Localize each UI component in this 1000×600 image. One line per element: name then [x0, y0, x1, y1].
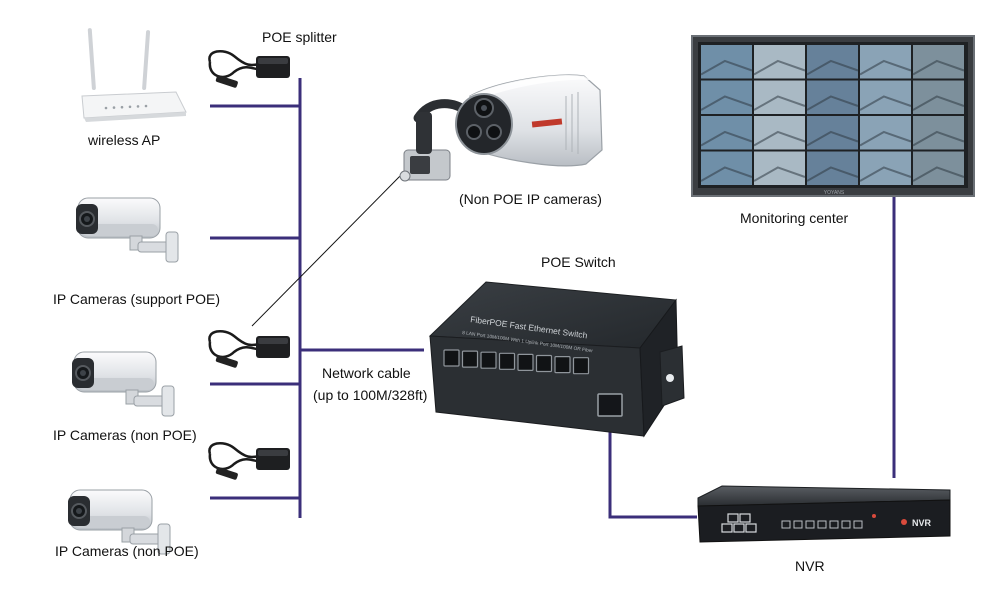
- ip-cameras-non-poe-label-1: IP Cameras (non POE): [53, 427, 197, 443]
- switch-lan-port: [554, 356, 571, 374]
- ip-camera-icon: [75, 197, 179, 263]
- wireless-ap-icon: [81, 28, 187, 122]
- monitor-video-detail: [912, 95, 965, 111]
- monitor-tiles: [700, 45, 965, 185]
- monitor-video-detail: [806, 130, 859, 147]
- monitor-brand: YOYANS: [824, 190, 845, 196]
- nvr-icon: NVR: [697, 485, 951, 543]
- switch-lan-port: [443, 349, 460, 367]
- poe-splitter-icon: [208, 329, 292, 370]
- switch-lan-port: [572, 357, 590, 375]
- monitor-video-detail: [700, 130, 753, 147]
- switch-uplink-port: [597, 393, 623, 417]
- cable-lines: [210, 78, 896, 519]
- monitor-video-detail: [859, 95, 912, 111]
- cable-switch-to-nvr: [608, 420, 697, 519]
- network-cable-length-label: (up to 100M/328ft): [313, 387, 428, 403]
- non-poe-ip-cameras-label: (Non POE IP cameras): [459, 191, 602, 207]
- ip-camera-icon: [71, 351, 175, 417]
- monitor-video-detail: [806, 95, 859, 111]
- monitor-wall-icon: YOYANS: [691, 35, 975, 197]
- poe-splitter-icon: [208, 441, 292, 482]
- nvr-label: NVR: [795, 558, 825, 574]
- monitor-video-detail: [912, 130, 965, 147]
- poe-splitter-label: POE splitter: [262, 29, 337, 45]
- poe-switch-icon: FiberPOE Fast Ethernet Switch 8 LAN Port…: [428, 281, 685, 438]
- switch-lan-port: [461, 350, 479, 368]
- switch-ports: [443, 349, 590, 375]
- leader-line-splitter-to-camera: [251, 171, 405, 327]
- bullet-camera-icon: [399, 74, 603, 182]
- poe-splitter-icon: [208, 49, 292, 90]
- switch-lan-port: [480, 351, 497, 369]
- monitor-video-detail: [700, 166, 753, 182]
- monitor-video-detail: [700, 95, 753, 111]
- monitor-video-detail: [753, 59, 806, 76]
- ip-cameras-non-poe-label-2: IP Cameras (non POE): [55, 543, 199, 559]
- monitor-video-detail: [700, 59, 753, 76]
- wireless-ap-label: wireless AP: [88, 132, 161, 148]
- monitor-video-detail: [753, 130, 806, 147]
- monitor-video-detail: [859, 166, 912, 182]
- monitor-video-detail: [912, 59, 965, 76]
- monitor-video-detail: [753, 95, 806, 111]
- switch-lan-port: [517, 353, 534, 371]
- monitor-video-detail: [859, 130, 912, 147]
- monitor-video-detail: [806, 59, 859, 76]
- monitoring-center-label: Monitoring center: [740, 210, 849, 226]
- monitor-video-detail: [912, 166, 965, 182]
- monitor-video-detail: [859, 59, 912, 76]
- switch-lan-port: [498, 352, 516, 370]
- monitor-video-detail: [806, 166, 859, 182]
- ip-cameras-support-poe-label: IP Cameras (support POE): [53, 291, 221, 307]
- switch-lan-port: [535, 354, 553, 373]
- monitor-video-detail: [753, 166, 806, 182]
- nvr-brand: NVR: [912, 518, 932, 528]
- network-cable-label: Network cable: [322, 365, 411, 381]
- poe-switch-label: POE Switch: [541, 254, 616, 270]
